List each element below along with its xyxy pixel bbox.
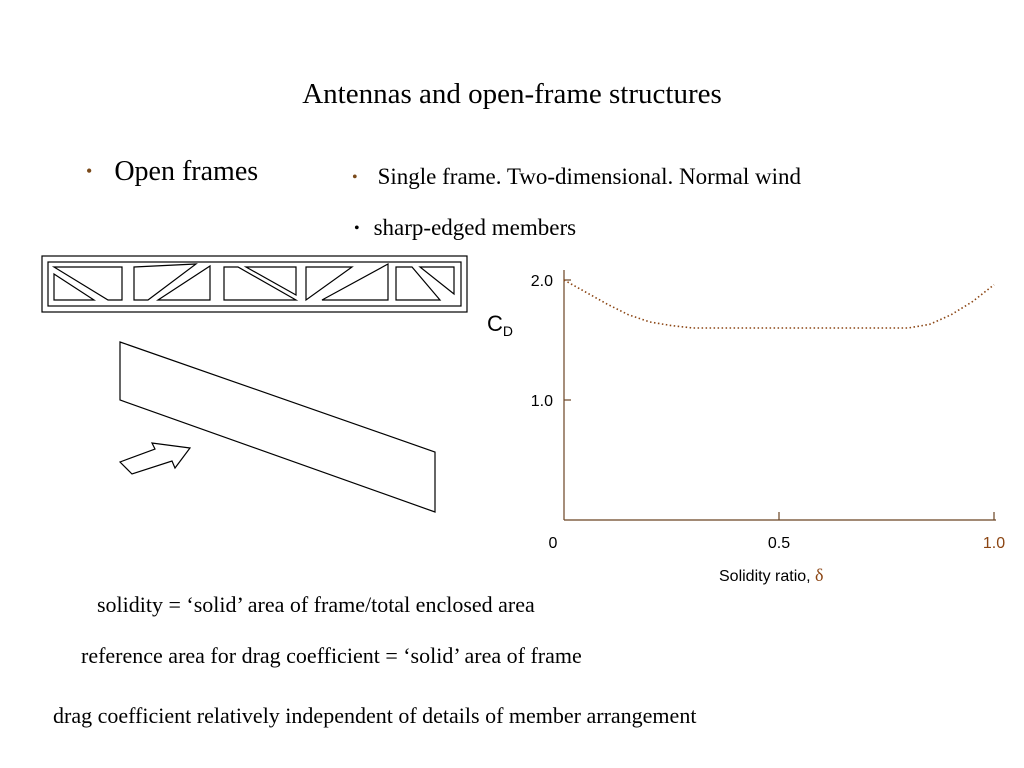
y-tick-label: 1.0: [531, 393, 553, 410]
bullet-open-frames-text: Open frames: [114, 156, 259, 187]
x-tick-label: 0: [549, 535, 558, 552]
y-axis-label: CD: [487, 311, 513, 339]
frame-plane-illustration: [119, 341, 436, 513]
bullet-single-frame-text: Single frame. Two-dimensional. Normal wi…: [377, 164, 801, 189]
drag-coefficient-chart: 0 0.5 1.0 1.0 2.0CD Solidity ratio, δ: [487, 270, 1005, 585]
bullet-icon: •: [354, 220, 360, 237]
bullet-sharp-edged-text: sharp-edged members: [373, 215, 577, 240]
solidity-definition: solidity = ‘solid’ area of frame/total e…: [97, 592, 535, 617]
reference-area-note: reference area for drag coefficient = ‘s…: [81, 643, 582, 668]
independence-note: drag coefficient relatively independent …: [53, 703, 697, 728]
bullet-single-frame: • Single frame. Two-dimensional. Normal w…: [352, 164, 801, 190]
x-axis-label: Solidity ratio, δ: [719, 565, 824, 585]
truss-panel: [133, 263, 211, 301]
truss-panel: [305, 262, 389, 302]
page-title: Antennas and open-frame structures: [302, 78, 722, 110]
truss-inner-frame: [47, 261, 462, 307]
x-tick-label: 0.5: [768, 535, 790, 552]
truss-panel: [51, 266, 123, 301]
truss-panel: [395, 266, 455, 301]
bullet-sharp-edged: • sharp-edged members: [354, 215, 576, 241]
bullet-open-frames: • Open frames: [86, 156, 258, 188]
wind-arrow-icon: [118, 442, 192, 475]
x-tick-label: 1.0: [983, 535, 1005, 552]
drag-coefficient-curve: [563, 279, 995, 329]
bullet-icon: •: [352, 169, 358, 186]
truss-panel: [223, 266, 299, 301]
y-tick-label: 2.0: [531, 273, 553, 290]
bullet-icon: •: [86, 161, 93, 181]
truss-outer-frame: [41, 255, 468, 313]
truss-frame-illustration: [41, 255, 468, 313]
